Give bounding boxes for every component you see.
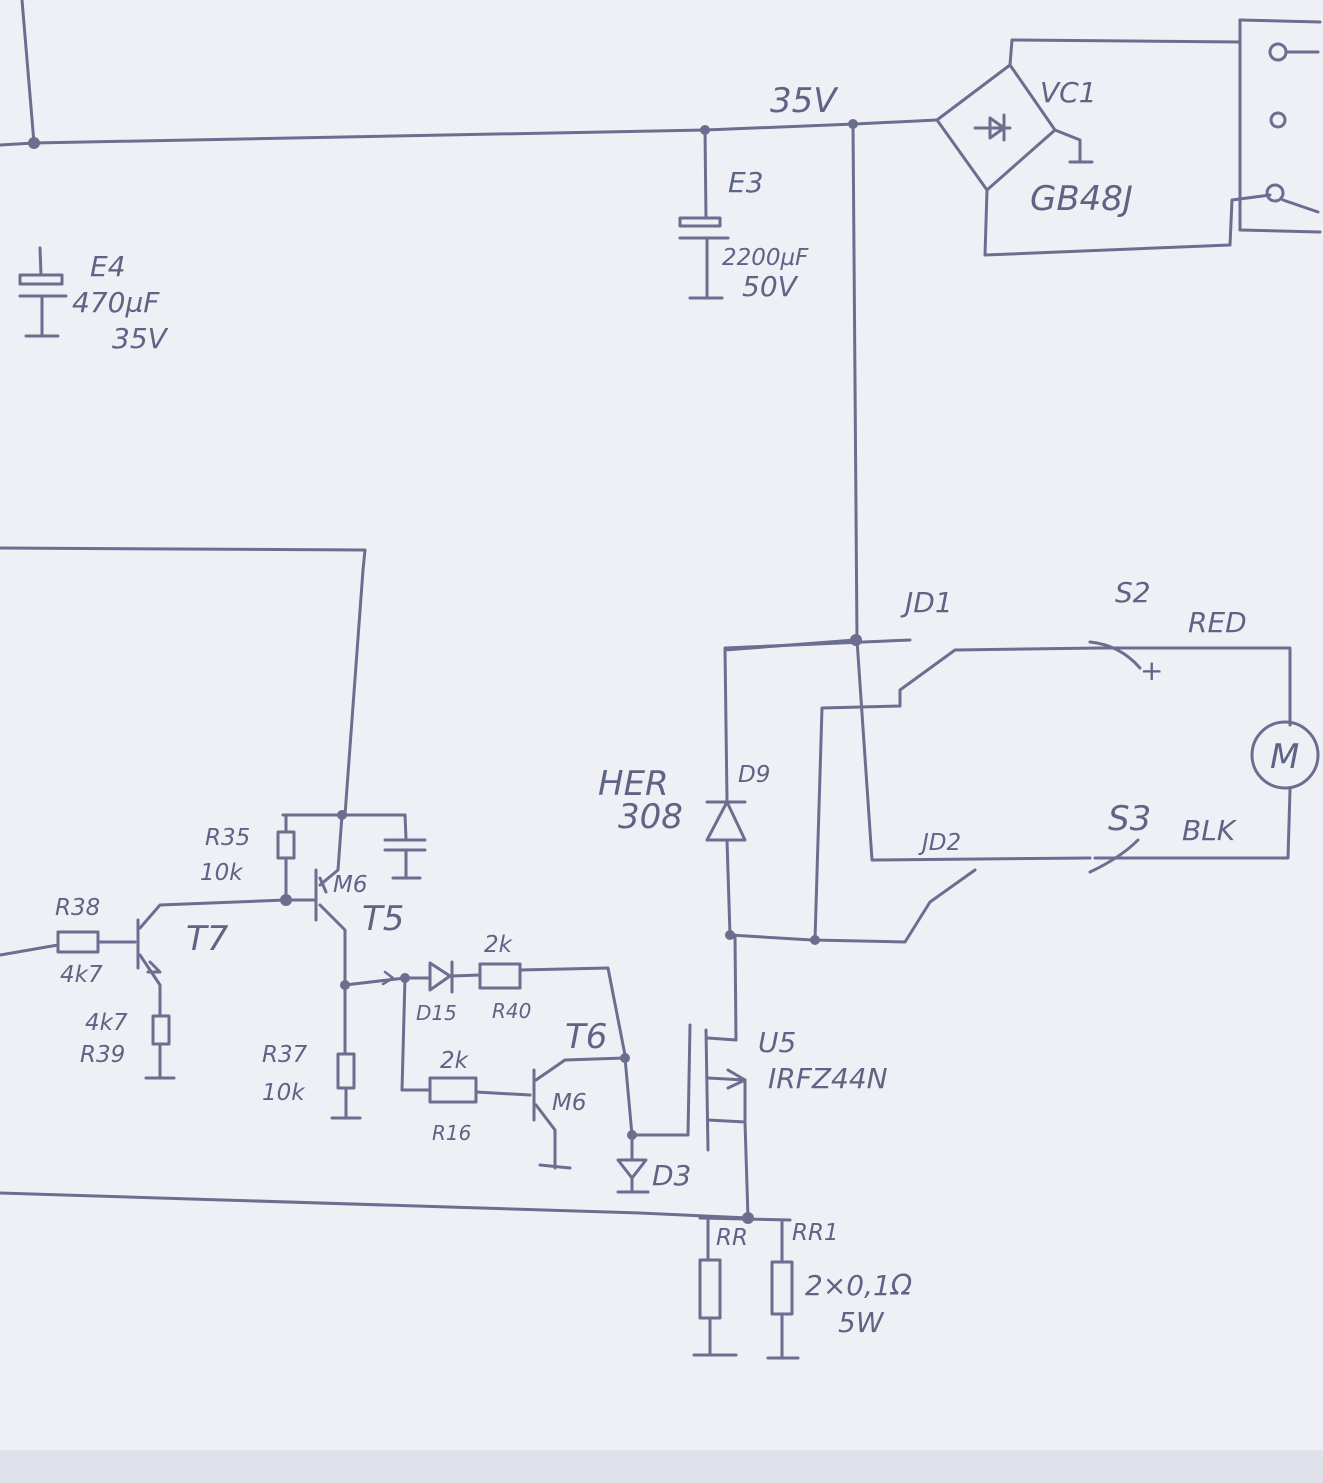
e4-voltage-label: 35V — [112, 322, 169, 355]
e3-ref-label: E3 — [728, 166, 764, 199]
paper-edge — [0, 1450, 1323, 1483]
transistor-t5 — [284, 810, 347, 987]
supply-rail — [0, 0, 859, 642]
r40-ref-label: R40 — [492, 999, 531, 1023]
r38-ref-label: R38 — [55, 895, 100, 921]
d9-part-label-2: 308 — [618, 797, 683, 837]
rr1-ref-label: RR1 — [792, 1220, 839, 1246]
r35-value-label: 10k — [200, 860, 244, 886]
d9-ref-label: D9 — [738, 762, 770, 788]
s3-ref-label: S3 — [1108, 799, 1151, 839]
d15-r40-branch — [343, 960, 627, 1104]
jd2-label: JD2 — [918, 830, 961, 856]
s2-polarity-label: + — [1140, 654, 1163, 687]
d15-ref-label: D15 — [416, 1001, 457, 1025]
r16-value-label: 2k — [440, 1048, 470, 1074]
labels: 35V VC1 GB48J E3 2200µF 50V E4 470µF 35V… — [55, 76, 1299, 1339]
capacitor-e4 — [18, 246, 68, 338]
t6-ref-label: T6 — [565, 1017, 607, 1057]
bridge-rectifier-vc1 — [853, 18, 1322, 257]
bridge-ref-label: VC1 — [1040, 76, 1097, 109]
e4-ref-label: E4 — [90, 250, 126, 283]
shunt-value-label-2: 5W — [838, 1306, 885, 1339]
capacitor-c21 — [383, 813, 427, 880]
r16-ref-label: R16 — [432, 1121, 471, 1145]
transistor-t6 — [532, 1053, 634, 1170]
s3-wire-label: BLK — [1182, 814, 1238, 847]
jd1-label: JD1 — [900, 586, 953, 619]
s2-ref-label: S2 — [1115, 576, 1151, 609]
s2-wire-label: RED — [1188, 606, 1247, 639]
connector-s3 — [1088, 788, 1292, 874]
rr-ref-label: RR — [716, 1225, 748, 1251]
r38-value-label: 4k7 — [60, 962, 103, 988]
rail-voltage-label: 35V — [770, 81, 839, 121]
shunt-value-label-1: 2×0,1Ω — [805, 1269, 913, 1302]
bridge-part-label: GB48J — [1030, 179, 1133, 219]
t5-code-label: M6 — [333, 872, 367, 898]
r37-value-label: 10k — [262, 1080, 306, 1106]
motor-label: M — [1270, 737, 1299, 777]
transistor-t7 — [0, 898, 288, 1080]
diode-d9 — [705, 638, 857, 942]
control-wiring — [0, 546, 750, 1220]
diode-d3 — [616, 1023, 692, 1194]
relay-contacts — [723, 634, 1102, 945]
connector-s2 — [1088, 640, 1292, 727]
d3-ref-label: D3 — [652, 1159, 691, 1192]
t6-code-label: M6 — [552, 1090, 586, 1116]
t7-ref-label: T7 — [186, 919, 229, 959]
e3-value-label: 2200µF — [722, 245, 809, 271]
d9-part-label-1: HER — [598, 764, 669, 804]
r39-value-label: 4k7 — [85, 1010, 128, 1036]
t5-ref-label: T5 — [362, 899, 404, 939]
r39-ref-label: R39 — [80, 1042, 125, 1068]
e3-voltage-label: 50V — [742, 270, 799, 303]
e4-value-label: 470µF — [72, 286, 160, 319]
r35-ref-label: R35 — [205, 825, 250, 851]
r37-ref-label: R37 — [262, 1042, 308, 1068]
u5-ref-label: U5 — [758, 1026, 796, 1059]
r40-value-label: 2k — [484, 932, 514, 958]
resistor-r37 — [330, 980, 362, 1120]
shunt-resistors — [692, 1212, 800, 1360]
u5-part-label: IRFZ44N — [768, 1062, 888, 1095]
mosfet-u5 — [704, 933, 750, 1220]
capacitor-e3 — [678, 128, 730, 300]
motor — [1250, 720, 1320, 790]
